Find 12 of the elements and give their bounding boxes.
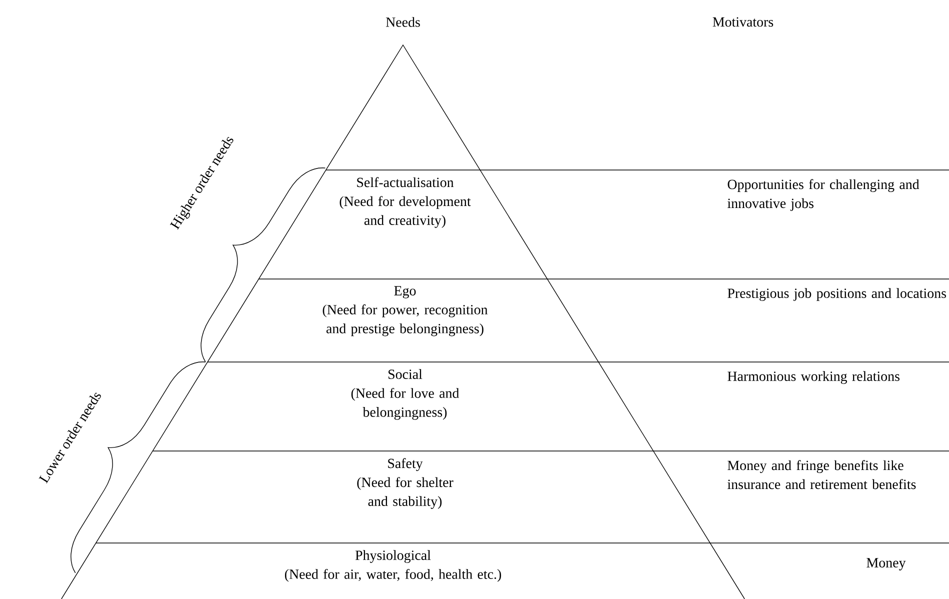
column-heading: Needs [386, 17, 420, 27]
motivator-text: Opportunities for challenging and innovative jobs [728, 179, 920, 211]
motivator-text: Money and fringe benefits like insurance and retirement benefits [728, 460, 916, 490]
motivator-text: Money [866, 558, 906, 570]
need-text: Safety (Need for shelter and stability) [357, 458, 454, 509]
need-text: Ego (Need for power, recognition and prestige belongingness) [322, 286, 488, 336]
column-heading: Motivators [712, 17, 774, 27]
motivator-text: Harmonious working relations [728, 371, 900, 384]
need-text: Social (Need for love and belongingness) [351, 369, 460, 420]
motivator-text: Prestigious job positions and locations [728, 288, 946, 301]
need-text: Physiological (Need for air, water, food, health etc.) [284, 550, 502, 582]
need-text: Self-actualisation (Need for development and creativity) [340, 177, 471, 228]
